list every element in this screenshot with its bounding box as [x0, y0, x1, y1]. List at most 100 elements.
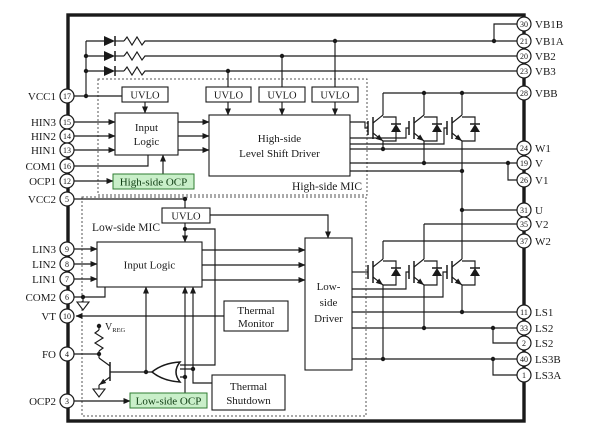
fo-pullup-resistor [93, 329, 105, 352]
high-side-mic-label: High-side MIC [292, 181, 362, 193]
pins-layer: 17VCC115HIN314HIN213HIN116COM112OCP15VCC… [25, 16, 564, 409]
pin-label: VT [41, 311, 56, 323]
pin-label: LS3A [535, 370, 561, 382]
vreg-label: VREG [105, 322, 126, 334]
pin-number: 10 [63, 312, 71, 321]
pin-label: W2 [535, 236, 551, 248]
pin-circle [59, 241, 75, 257]
pin-circle [516, 172, 532, 188]
pin-circle [59, 289, 75, 305]
input-logic-hs-label-2: Logic [134, 136, 160, 148]
pin-number: 40 [520, 355, 528, 364]
igbt-high-3 [446, 114, 480, 142]
pin-label: LS1 [535, 307, 553, 319]
pin-circle [516, 304, 532, 320]
pin-ocp2-3: 3 OCP2 [29, 393, 75, 409]
pin-circle [516, 320, 532, 336]
bootstrap-diode-3 [104, 66, 116, 76]
block-uvlo-vcc1 [121, 86, 169, 103]
pin-number: 7 [65, 275, 69, 284]
pin-circle [59, 142, 75, 158]
pin-label: V [535, 158, 543, 170]
pin-number: 5 [65, 195, 69, 204]
blocks: UVLO UVLO UVLO UVLO Input Logic High-sid… [92, 86, 362, 411]
low-side-mic-label: Low-side MIC [92, 222, 160, 234]
pin-circle [516, 155, 532, 171]
wiring [74, 23, 517, 404]
low-side-igbts [367, 258, 480, 286]
pin-label: LS2 [535, 338, 553, 350]
high-side-mic-box [97, 78, 368, 196]
pin-number: 13 [63, 146, 71, 155]
pin-number: 6 [65, 293, 69, 302]
pin-vt-10: 10 VT [41, 308, 75, 324]
pin-circle [59, 88, 75, 104]
uvlo-label: UVLO [214, 91, 244, 102]
pin-label: LIN3 [32, 244, 56, 256]
uvlo-label: UVLO [267, 91, 297, 102]
pin-label: V1 [535, 175, 548, 187]
block-thermal-shutdown [211, 374, 286, 411]
bootstrap-resistor-3 [123, 65, 148, 77]
pin-circle [516, 140, 532, 156]
block-uvlo-hs2 [258, 86, 306, 103]
package-outline [66, 13, 526, 423]
bootstrap-diode-1 [104, 36, 116, 46]
igbt-high-1 [367, 114, 401, 142]
uvlo-label: UVLO [130, 91, 160, 102]
block-ls-driver [304, 237, 353, 371]
pin-label: VB2 [535, 51, 556, 63]
pin-vcc2-5: 5 VCC2 [28, 191, 75, 207]
ground-symbol-fo [91, 388, 107, 398]
pin-ls2-33: 33 LS2 [516, 320, 553, 336]
pin-label: U [535, 205, 543, 217]
pin-circle [516, 16, 532, 32]
pin-label: LS2 [535, 323, 553, 335]
pin-label: V2 [535, 219, 548, 231]
pin-fo-4: 4FO [42, 346, 75, 362]
block-hs-level-shift-driver [208, 114, 351, 177]
pin-label: OCP2 [29, 396, 56, 408]
hs-driver-label-2: Level Shift Driver [239, 148, 320, 160]
pin-number: 1 [522, 371, 526, 380]
pin-number: 14 [63, 132, 71, 141]
pin-circle [516, 85, 532, 101]
ls-driver-label-2: side [320, 297, 338, 309]
pin-circle [516, 351, 532, 367]
input-logic-hs-label-1: Input [135, 122, 158, 134]
thermal-shutdown-label-1: Thermal [230, 381, 267, 393]
pin-circle [516, 216, 532, 232]
pin-circle [59, 271, 75, 287]
pin-number: 30 [520, 20, 528, 29]
ls-ocp-label: Low-side OCP [136, 396, 202, 408]
pin-number: 33 [520, 324, 528, 333]
high-side-igbts [367, 114, 480, 142]
pin-number: 19 [520, 159, 528, 168]
pin-circle [516, 33, 532, 49]
pin-label: W1 [535, 143, 551, 155]
bootstrap-resistor-1 [123, 35, 148, 47]
block-thermal-monitor [223, 300, 289, 332]
pin-number: 3 [65, 397, 69, 406]
pin-circle [59, 158, 75, 174]
pin-circle [59, 308, 75, 324]
pin-number: 4 [65, 350, 69, 359]
pin-number: 9 [65, 245, 69, 254]
hs-driver-label-1: High-side [258, 133, 302, 145]
pin-number: 16 [63, 162, 71, 171]
pin-number: 2 [522, 339, 526, 348]
pin-label: LS3B [535, 354, 561, 366]
block-uvlo-hs3 [311, 86, 359, 103]
block-uvlo-ls [161, 207, 211, 224]
pin-label: VCC2 [28, 194, 56, 206]
bootstrap-resistor-2 [123, 50, 148, 62]
uvlo-label: UVLO [320, 91, 350, 102]
pin-label: LIN2 [32, 259, 56, 271]
